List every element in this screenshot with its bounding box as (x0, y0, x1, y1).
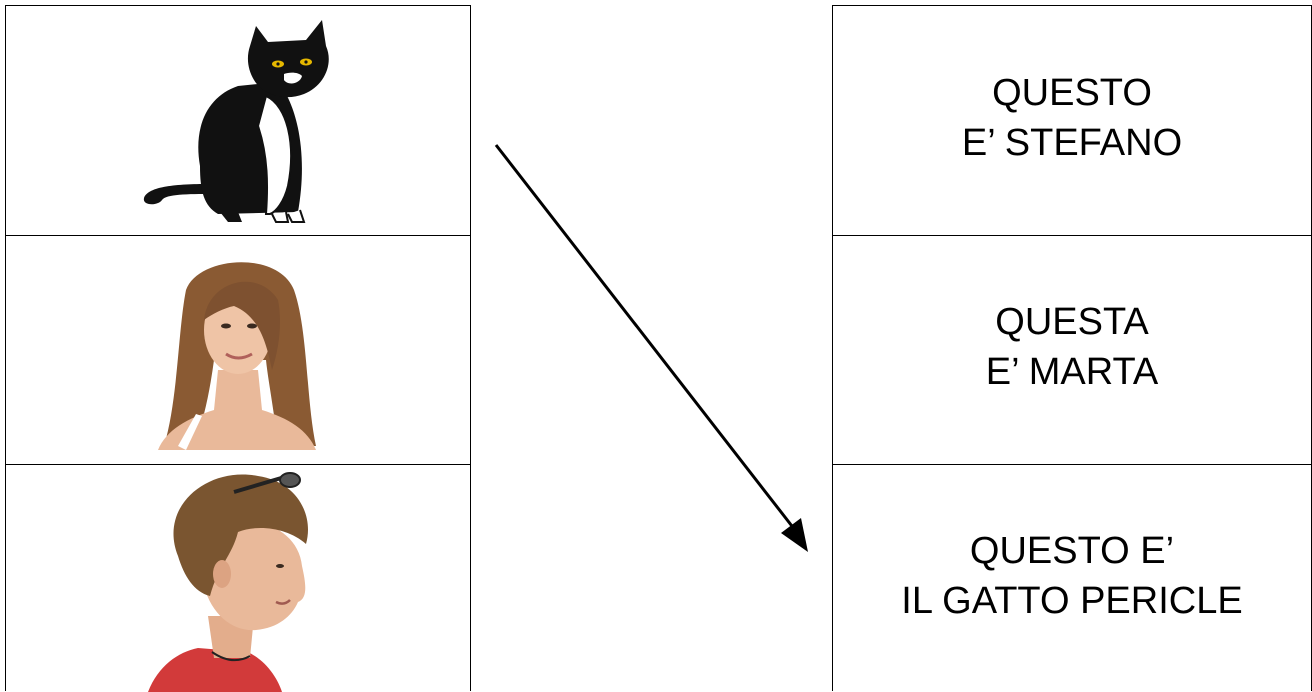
caption-column: QUESTO E’ STEFANO QUESTA E’ MARTA QUESTO… (832, 5, 1312, 691)
caption-line-1: QUESTA (995, 301, 1149, 343)
caption-text: QUESTO E’ STEFANO (962, 68, 1182, 168)
caption-line-2: IL GATTO PERICLE (901, 579, 1243, 622)
caption-line-2: E’ STEFANO (961, 121, 1183, 164)
black-cat-icon (143, 19, 329, 223)
picture-card-cat[interactable] (6, 6, 470, 235)
picture-card-boy[interactable] (6, 464, 470, 692)
caption-card-3[interactable]: QUESTO E’ IL GATTO PERICLE (833, 464, 1311, 692)
caption-card-2[interactable]: QUESTA E’ MARTA (833, 235, 1311, 464)
caption-text: QUESTA E’ MARTA (986, 297, 1158, 397)
caption-line-1: QUESTO (992, 71, 1152, 114)
caption-line-1: QUESTO E’ (969, 529, 1175, 572)
caption-card-1[interactable]: QUESTO E’ STEFANO (833, 6, 1311, 235)
arrow-head-icon (781, 518, 808, 552)
girl-long-hair-portrait-icon (158, 262, 316, 450)
caption-text: QUESTO E’ IL GATTO PERICLE (901, 526, 1242, 626)
caption-line-2: E’ MARTA (985, 351, 1159, 393)
picture-card-girl[interactable] (6, 235, 470, 464)
boy-profile-portrait-icon (148, 471, 308, 692)
picture-column (5, 5, 471, 692)
